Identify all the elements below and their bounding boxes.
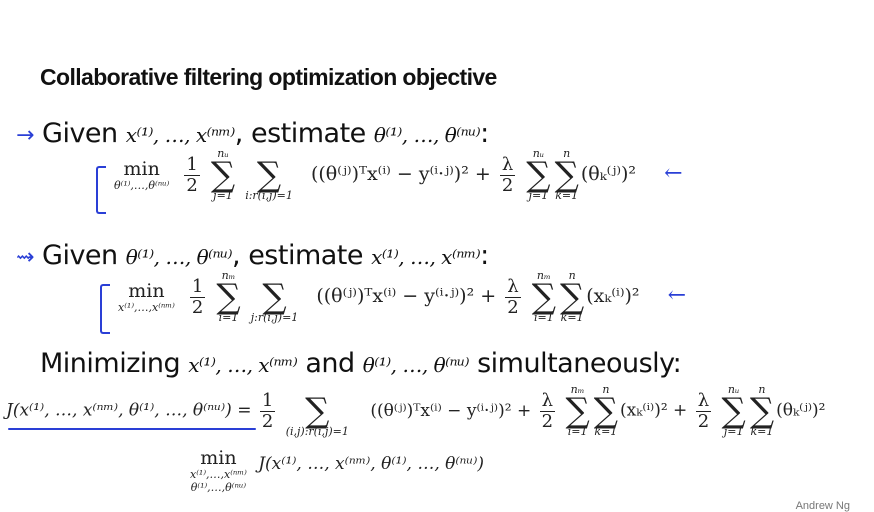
- sum-k-reg: n∑k=1: [559, 269, 585, 324]
- x-regularization: (xₖ⁽ⁱ⁾)² +: [620, 400, 688, 421]
- sum-j: nᵤ∑j=1: [210, 147, 236, 202]
- given-vars: θ⁽¹⁾, …, θ⁽ⁿᵘ⁾: [125, 245, 233, 269]
- estimate-vars: θ⁽¹⁾, …, θ⁽ⁿᵘ⁾: [373, 123, 481, 147]
- minimizing-label: Minimizing: [40, 348, 181, 379]
- estimate-label: , estimate: [234, 118, 366, 149]
- left-arrow-icon: ←: [664, 161, 683, 186]
- sum-j-reg: nᵤ∑j=1: [721, 383, 746, 438]
- section1-heading: → Given x⁽¹⁾, …, x⁽ⁿᵐ⁾, estimate θ⁽¹⁾, ……: [16, 118, 489, 149]
- given-label: Given: [42, 240, 118, 271]
- cost-function-expr: J(x⁽¹⁾, …, x⁽ⁿᵐ⁾, θ⁽¹⁾, …, θ⁽ⁿᵘ⁾): [258, 454, 485, 474]
- blue-underline-annotation: [8, 428, 256, 430]
- blue-bracket-annotation: [96, 166, 106, 214]
- equals-sign: =: [237, 400, 252, 421]
- sum-i-rated: ∑i:r(i,j)=1: [245, 155, 293, 202]
- right-arrow-icon: ⇝: [16, 245, 34, 270]
- and-label: and: [305, 348, 355, 379]
- regularization-term: (xₖ⁽ⁱ⁾)²: [586, 285, 640, 307]
- sum-ij-rated: ∑(i,j):r(i,j)=1: [285, 391, 349, 438]
- squared-error-term: ((θ⁽ʲ⁾)ᵀx⁽ⁱ⁾ − y⁽ⁱ·ʲ⁾)² +: [310, 163, 491, 185]
- left-arrow-icon: ←: [667, 283, 686, 308]
- squared-error-term: ((θ⁽ʲ⁾)ᵀx⁽ⁱ⁾ − y⁽ⁱ·ʲ⁾)² +: [370, 400, 532, 421]
- given-vars: x⁽¹⁾, …, x⁽ⁿᵐ⁾: [125, 123, 236, 147]
- slide-title: Collaborative filtering optimization obj…: [40, 64, 497, 90]
- sum-j-rated: ∑j:r(i,j)=1: [250, 277, 299, 324]
- simultaneously-label: simultaneously:: [477, 348, 682, 379]
- sum-i: nₘ∑i=1: [216, 269, 241, 324]
- sum-i-reg: nₘ∑i=1: [565, 383, 590, 438]
- blue-bracket-annotation: [100, 284, 110, 334]
- right-arrow-icon: →: [16, 123, 34, 148]
- estimate-label: , estimate: [232, 240, 364, 271]
- cost-function-lhs: J(x⁽¹⁾, …, x⁽ⁿᵐ⁾, θ⁽¹⁾, …, θ⁽ⁿᵘ⁾): [6, 400, 232, 421]
- sum-j-reg: nᵤ∑j=1: [526, 147, 551, 202]
- vars-x: x⁽¹⁾, …, x⁽ⁿᵐ⁾: [188, 353, 298, 377]
- regularization-term: (θₖ⁽ʲ⁾)²: [580, 163, 637, 185]
- sum-k-reg: n∑k=1: [593, 383, 618, 438]
- given-label: Given: [42, 118, 118, 149]
- squared-error-term: ((θ⁽ʲ⁾)ᵀx⁽ⁱ⁾ − y⁽ⁱ·ʲ⁾)² +: [316, 285, 497, 307]
- estimate-vars: x⁽¹⁾, …, x⁽ⁿᵐ⁾: [371, 245, 481, 269]
- sum-i-reg: nₘ∑i=1: [531, 269, 556, 324]
- colon: :: [480, 118, 489, 149]
- section2-heading: ⇝ Given θ⁽¹⁾, …, θ⁽ⁿᵘ⁾, estimate x⁽¹⁾, ……: [16, 240, 489, 271]
- author-credit: Andrew Ng: [795, 500, 850, 512]
- sum-k-reg: n∑k=1: [749, 383, 775, 438]
- section3-heading: Minimizing x⁽¹⁾, …, x⁽ⁿᵐ⁾ and θ⁽¹⁾, …, θ…: [40, 348, 682, 379]
- theta-regularization: (θₖ⁽ʲ⁾)²: [776, 400, 826, 421]
- sum-k-reg: n∑k=1: [554, 147, 579, 202]
- colon: :: [480, 240, 489, 271]
- vars-theta: θ⁽¹⁾, …, θ⁽ⁿᵘ⁾: [362, 353, 470, 377]
